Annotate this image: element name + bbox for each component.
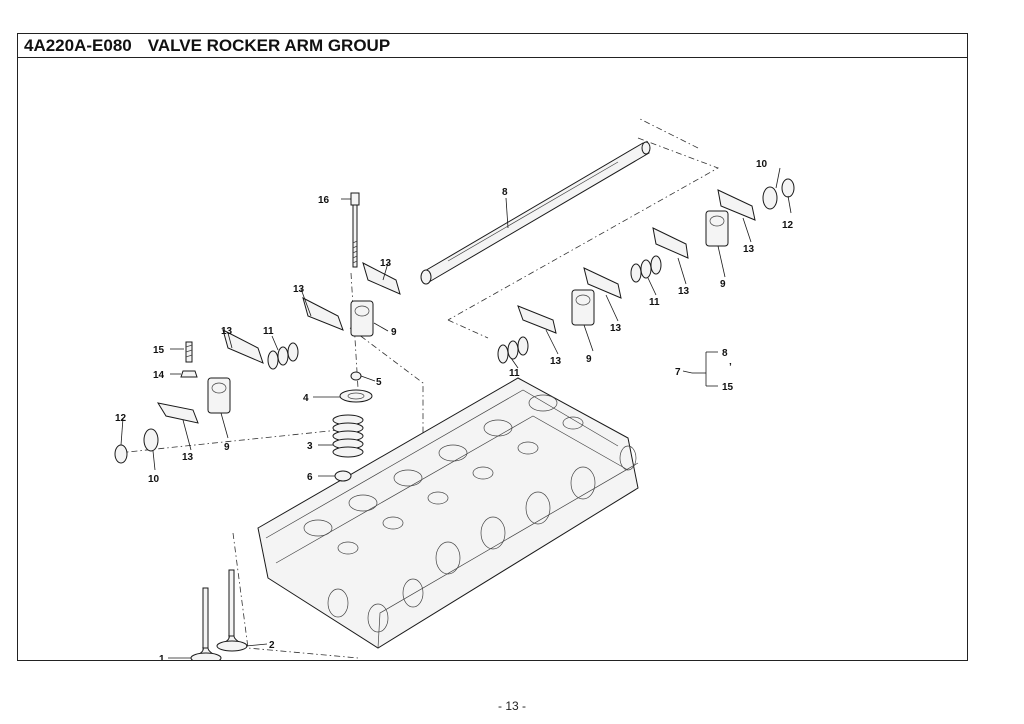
callout-5: 5	[376, 377, 382, 388]
callout-15-screw: 15	[153, 345, 165, 356]
callout-11-c: 11	[649, 297, 660, 308]
parts-page-frame: 4A220A-E080 VALVE ROCKER ARM GROUP	[17, 33, 968, 661]
callout-13-b: 13	[221, 326, 233, 337]
group-title: VALVE ROCKER ARM GROUP	[147, 35, 391, 55]
page-header: 4A220A-E080 VALVE ROCKER ARM GROUP	[18, 34, 967, 58]
callout-15-kit: 15	[722, 382, 734, 393]
callout-9-a: 9	[224, 442, 230, 453]
adjusting-screw-and-nut	[180, 341, 198, 378]
callout-13-e: 13	[550, 356, 562, 367]
callout-13-h: 13	[743, 244, 755, 255]
leader-lines	[120, 167, 792, 659]
bolt	[350, 192, 360, 268]
callout-9-c: 9	[586, 354, 592, 365]
callout-8-kit: 8	[722, 348, 728, 359]
callout-9-b: 9	[391, 327, 397, 338]
callout-3: 3	[307, 441, 313, 452]
callout-4: 4	[303, 393, 309, 404]
valve-spring-assembly	[332, 371, 373, 482]
callout-10-a: 10	[148, 474, 160, 485]
kit-bracket	[692, 351, 718, 387]
rocker-shaft	[420, 141, 651, 285]
callout-tick: ’	[729, 362, 732, 373]
callout-12-b: 12	[782, 220, 794, 231]
callout-14: 14	[153, 370, 165, 381]
rocker-arms	[156, 189, 756, 424]
callout-13-g: 13	[678, 286, 690, 297]
callout-7: 7	[675, 367, 681, 378]
exploded-parts-diagram: 1 2 3 4 5 6 7 8 8 ’ 15 9 9 9 9 10 10 11 …	[114, 117, 795, 660]
callout-11-a: 11	[263, 326, 274, 337]
page-number: - 13 -	[497, 699, 526, 713]
rocker-brackets	[207, 210, 729, 414]
callout-13-f: 13	[610, 323, 622, 334]
callout-labels: 1 2 3 4 5 6 7 8 8 ’ 15 9 9 9 9 10 10 11 …	[115, 159, 794, 660]
callout-13-d: 13	[380, 258, 392, 269]
cylinder-head-ports	[303, 394, 637, 633]
callout-12-a: 12	[115, 413, 127, 424]
callout-9-d: 9	[720, 279, 726, 290]
group-code: 4A220A-E080	[24, 35, 132, 55]
washers-and-clips	[114, 178, 795, 464]
valves	[190, 569, 248, 660]
cylinder-head	[257, 377, 639, 649]
callout-8-shaft: 8	[502, 187, 508, 198]
assembly-dash-lines	[117, 117, 719, 659]
callout-1: 1	[159, 654, 165, 660]
callout-10-b: 10	[756, 159, 768, 170]
callout-2: 2	[269, 640, 275, 651]
callout-13-a: 13	[182, 452, 194, 463]
callout-6: 6	[307, 472, 313, 483]
callout-13-c: 13	[293, 284, 305, 295]
callout-16: 16	[318, 195, 330, 206]
shaft-springs	[267, 255, 662, 370]
callout-11-b: 11	[509, 368, 520, 379]
